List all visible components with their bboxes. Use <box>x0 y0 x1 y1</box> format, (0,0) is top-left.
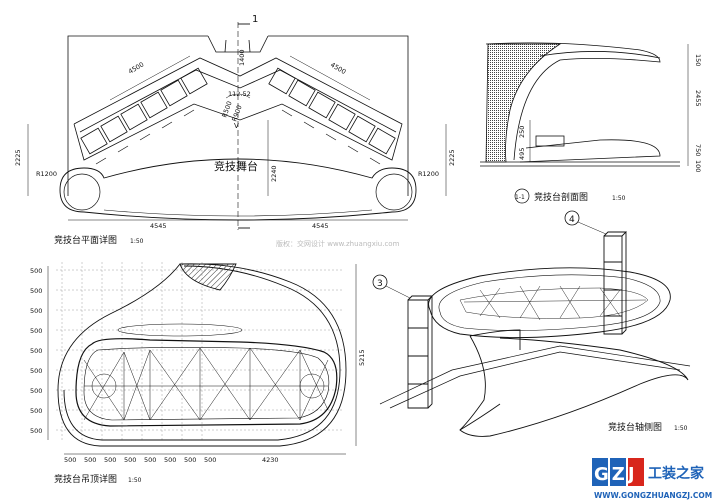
section-dim-1: 150 <box>694 54 702 66</box>
ceiling-left-dim-9: 500 <box>30 427 42 435</box>
ceiling-left-dim-5: 500 <box>30 347 42 355</box>
dim-small-c: R900 <box>230 104 243 123</box>
section-dim-3: 750 <box>694 144 702 156</box>
ceiling-left-dim-4: 500 <box>30 327 42 335</box>
ceiling-bottom-dim-8: 500 <box>204 456 216 464</box>
dim-left-wing: 4500 <box>127 61 145 76</box>
section-tag-circle <box>514 188 530 204</box>
logo-block-2 <box>610 458 626 486</box>
ceiling-left-dim-3: 500 <box>30 307 42 315</box>
logo-block-3 <box>628 458 644 486</box>
ceiling-left-dim-6: 500 <box>30 367 42 375</box>
section-tag: 1-1 <box>515 194 525 201</box>
section-dim-2: 2455 <box>694 90 702 107</box>
ceiling-total-height: 5215 <box>358 349 366 366</box>
marker-3-circle <box>372 274 388 290</box>
plan-scale: 1:50 <box>130 238 144 245</box>
axonometric-scale: 1:50 <box>674 425 688 432</box>
section-scale: 1:50 <box>612 195 626 202</box>
ceiling-title: 竞技台吊顶详图 <box>54 473 117 485</box>
ceiling-bottom-dim-6: 500 <box>164 456 176 464</box>
marker-4-label: 4 <box>569 215 575 225</box>
plan-view <box>27 22 447 230</box>
ceiling-bottom-dim-7: 500 <box>184 456 196 464</box>
watermark: 版权：交网设计 www.zhuangxiu.com <box>276 239 400 248</box>
dim-small-a: 1400 <box>238 49 246 66</box>
plan-title: 竞技台平面详图 <box>54 234 117 246</box>
section-dim-5: 495 <box>518 148 526 160</box>
marker-3-label: 3 <box>377 279 383 289</box>
stage-label: 竞技舞台 <box>214 159 258 173</box>
axonometric-labels: 3 4 竞技台轴侧图 1:50 <box>372 210 688 433</box>
ceiling-view <box>47 263 357 455</box>
plan-labels: 1 V 竞技舞台 4545 4545 4500 4500 112.52 2225… <box>14 14 456 246</box>
dim-right-width: 4545 <box>312 222 329 230</box>
ceiling-left-dim-7: 500 <box>30 387 42 395</box>
brand-logo: GZJ 工装之家 WWW.GONGZHUANGZJ.COM <box>592 458 712 500</box>
dim-right-height: 2225 <box>448 149 456 166</box>
arrow-label: V <box>234 122 239 130</box>
dim-left-width: 4545 <box>150 222 167 230</box>
logo-block-1 <box>592 458 608 486</box>
ceiling-bottom-dim-1: 500 <box>64 456 76 464</box>
ceiling-bottom-dim-2: 500 <box>84 456 96 464</box>
ceiling-left-dim-1: 500 <box>30 267 42 275</box>
ceiling-bottom-dim-3: 500 <box>104 456 116 464</box>
dim-center-height: 2240 <box>270 165 278 182</box>
ceiling-total-width: 4230 <box>262 456 279 464</box>
marker-4-circle <box>564 210 580 226</box>
dim-right-wing: 4500 <box>329 61 347 76</box>
brand-name: 工装之家 <box>648 465 705 482</box>
ceiling-labels: 500 500 500 500 500 500 500 500 500 500 … <box>30 267 366 485</box>
section-title: 竞技台剖面图 <box>534 191 588 203</box>
ceiling-bottom-dim-5: 500 <box>144 456 156 464</box>
dim-angle: 112.52 <box>228 90 251 98</box>
section-mark-label: 1 <box>252 14 258 25</box>
dim-radius-left: R1200 <box>36 170 57 178</box>
ceiling-scale: 1:50 <box>128 477 142 484</box>
logo-letters: GZJ <box>594 464 638 485</box>
ceiling-grid <box>56 262 342 442</box>
ceiling-left-dim-8: 500 <box>30 407 42 415</box>
ceiling-bottom-dim-4: 500 <box>124 456 136 464</box>
section-view <box>480 42 689 167</box>
brand-url: WWW.GONGZHUANGZJ.COM <box>594 491 712 500</box>
dim-radius-right: R1200 <box>418 170 439 178</box>
section-labels: 150 2455 750 100 495 250 1-1 竞技台剖面图 1:50 <box>514 54 702 204</box>
axonometric-title: 竞技台轴侧图 <box>608 421 662 433</box>
section-dim-4: 100 <box>694 160 702 172</box>
axonometric-view <box>379 221 691 437</box>
ceiling-left-dim-2: 500 <box>30 287 42 295</box>
dim-left-height: 2225 <box>14 149 22 166</box>
section-dim-6: 250 <box>518 126 526 138</box>
